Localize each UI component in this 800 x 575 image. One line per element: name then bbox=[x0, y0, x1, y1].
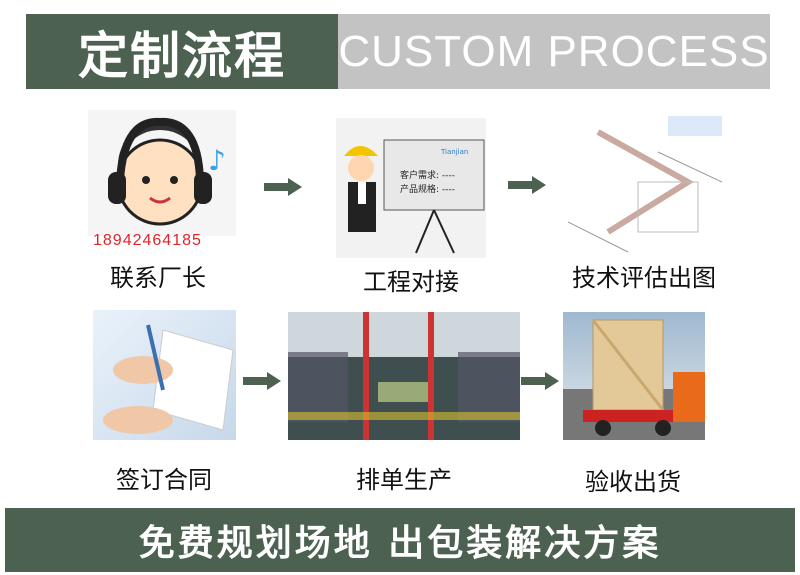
contract-signing-image bbox=[93, 310, 236, 440]
svg-text:♪: ♪ bbox=[208, 144, 226, 177]
arrow-right-icon bbox=[243, 372, 281, 390]
step-label: 验收出货 bbox=[585, 468, 681, 496]
customer-service-icon: ♪ bbox=[88, 110, 236, 236]
arrow-right-icon bbox=[508, 176, 546, 194]
board-line-1: 客户需求: ---- bbox=[400, 169, 455, 181]
title-chinese: 定制流程 bbox=[26, 14, 338, 89]
board-line-2: 产品规格: ---- bbox=[400, 183, 455, 195]
title-english: CUSTOM PROCESS bbox=[338, 14, 770, 89]
step-label: 联系厂长 bbox=[110, 264, 206, 292]
engineer-presentation-image: Tianjian 客户需求: ---- 产品规格: ---- bbox=[336, 118, 486, 258]
step-label: 工程对接 bbox=[363, 268, 459, 296]
step-label: 签订合同 bbox=[116, 466, 212, 494]
shipping-truck-image bbox=[563, 312, 705, 440]
layout-drawing-image bbox=[568, 112, 722, 260]
footer-banner: 免费规划场地 出包装解决方案 bbox=[5, 508, 795, 572]
step-label: 排单生产 bbox=[356, 466, 452, 494]
arrow-right-icon bbox=[521, 372, 559, 390]
arrow-right-icon bbox=[264, 178, 302, 196]
step-label: 技术评估出图 bbox=[572, 264, 716, 292]
board-brand: Tianjian bbox=[440, 148, 468, 156]
factory-floor-image bbox=[288, 312, 520, 440]
phone-number: 18942464185 bbox=[93, 232, 202, 249]
